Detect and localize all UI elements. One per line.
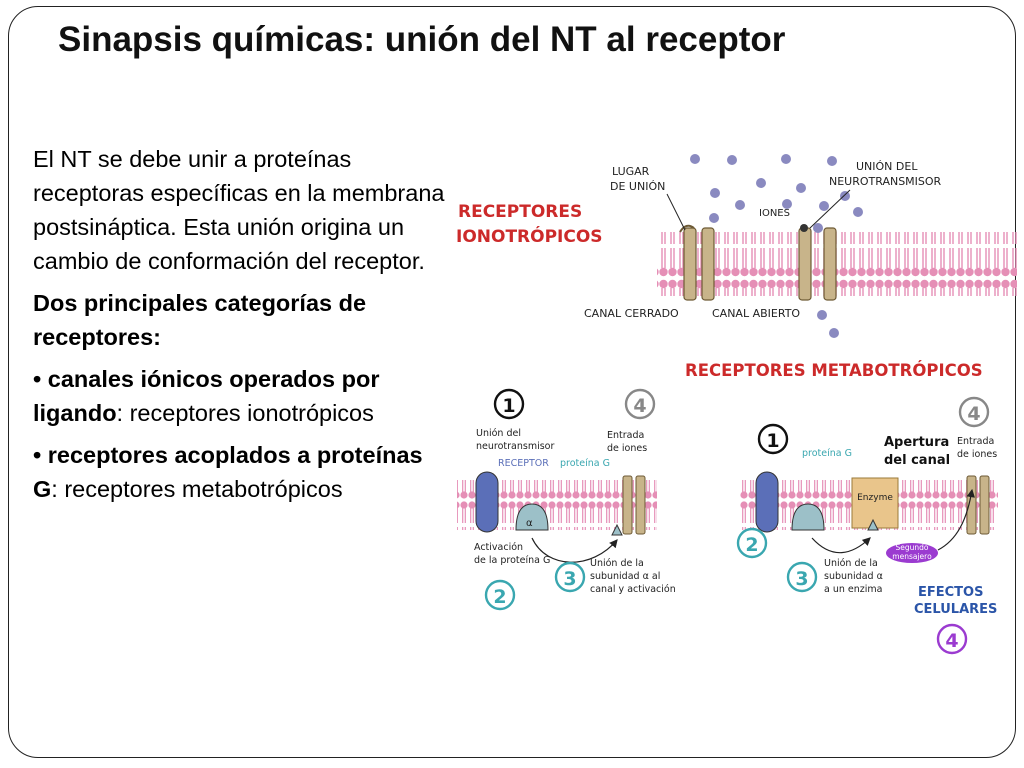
r-step-4b-circle [936,623,968,655]
r-step-3-circle [786,561,818,593]
bullet-metabotropic-bold: • receptores acoplados a proteínas G [33,442,423,502]
r-receptor-shape [755,471,779,533]
step-3-circle [554,561,586,593]
iono-heading-1: RECEPTORES [458,202,582,222]
step-4-circle [624,388,656,420]
efectos-label-1: EFECTOS [918,585,983,600]
paragraph-categories: Dos principales categorías de receptores… [33,290,367,350]
activacion-label-1: Activación [474,542,523,553]
slide-title: Sinapsis químicas: unión del NT al recep… [58,20,786,59]
r-entrada-label-1: Entrada [957,436,994,447]
bullet-ionotropic: • canales iónicos operados por ligando: … [33,362,453,430]
g-protein-shape [515,503,549,531]
union-sub-label-2: subunidad α al [590,571,660,582]
iono-membrane [657,232,1017,296]
receptor-shape [475,471,499,533]
metabo-heading: RECEPTORES METABOTRÓPICOS [685,361,983,380]
paragraph-intro: El NT se debe unir a proteínas receptora… [33,146,445,274]
step-3-label: 3 [563,568,576,590]
r-step-2-label: 2 [745,534,758,556]
enzyme-shape [851,477,899,529]
bullet-metabotropic: • receptores acoplados a proteínas G: re… [33,438,453,506]
segundo-label-1: Segundo [896,543,929,552]
canal-abierto-label: CANAL ABIERTO [712,307,800,320]
iones-label: IONES [759,208,790,219]
entrada-label-1: Entrada [607,430,644,441]
bullet-ionotropic-rest: : receptores ionotrópicos [116,400,374,426]
step-4-label: 4 [633,395,646,417]
r-step-4b-label: 4 [945,630,958,652]
lugar-label-2: DE UNIÓN [610,180,665,193]
alpha-sub-shape [611,523,623,536]
channel-left-wall [622,475,633,535]
union-sub-label-3: canal y activación [590,584,676,595]
closed-channel [679,224,715,301]
alpha-symbol: α [526,518,533,529]
receptor-label: RECEPTOR [498,458,549,469]
r-g-protein-shape [791,503,825,531]
step-2-circle [484,579,516,611]
activacion-label-2: de la proteína G [474,555,550,566]
union-enz-label-2: subunidad α [824,571,883,582]
r-entrada-label-2: de iones [957,449,997,460]
efectos-label-2: CELULARES [914,602,997,617]
union-nt-small-2: neurotransmisor [476,441,554,452]
slide-frame [8,6,1016,758]
r-step-4-circle [958,396,990,428]
receptor-figure: RECEPTORES IONOTRÓPICOS LUGAR DE UNIÓN U [456,154,1017,655]
r-step-1-label: 1 [766,430,779,452]
union-nt-label-2: NEUROTRANSMISOR [829,175,942,188]
segundo-label-2: mensajero [892,552,932,561]
r-activation-arrow [811,537,871,554]
r-proteina-g-label: proteína G [802,448,852,459]
iono-heading-2: IONOTRÓPICOS [456,225,603,247]
union-nt-small-1: Unión del [476,428,521,439]
r-step-2-circle [736,527,768,559]
union-nt-label-1: UNIÓN DEL [856,160,918,173]
messenger-arrow [937,488,975,551]
r-channel-right-wall [979,475,990,535]
lugar-pointer [666,193,686,231]
ions-group [690,154,863,338]
ionotropic-panel: RECEPTORES IONOTRÓPICOS LUGAR DE UNIÓN U [456,154,1017,338]
bullet-ionotropic-bold: • canales iónicos operados por ligando [33,366,380,426]
segundo-mensajero-shape [886,543,938,563]
channel-right-wall [635,475,646,535]
step-1-label: 1 [502,395,515,417]
step-2-label: 2 [493,586,506,608]
r-step-1-circle [757,423,789,455]
union-pointer [809,189,851,229]
slide-body: El NT se debe unir a proteínas receptora… [33,142,453,514]
r-step-3-label: 3 [795,568,808,590]
open-channel [798,224,837,301]
apertura-label-1: Apertura [884,435,949,450]
entrada-label-2: de iones [607,443,647,454]
step-1-circle [493,388,525,420]
apertura-label-2: del canal [884,453,950,468]
enzyme-label: Enzyme [857,493,893,503]
metabo-left-panel: 1 4 Unión del neurotransmisor RECEPTOR p… [457,388,676,611]
r-alpha-shape [867,518,879,531]
lugar-label-1: LUGAR [612,165,650,178]
canal-cerrado-label: CANAL CERRADO [584,307,679,320]
union-enz-label-1: Unión de la [824,558,878,569]
metabo-right-panel: 1 4 proteína G Apertura del canal Entrad… [736,396,998,655]
proteina-g-label: proteína G [560,458,610,469]
r-step-4-label: 4 [967,403,980,425]
union-enz-label-3: a un enzima [824,584,882,595]
bullet-metabotropic-rest: : receptores metabotrópicos [51,476,343,502]
union-sub-label-1: Unión de la [590,558,644,569]
